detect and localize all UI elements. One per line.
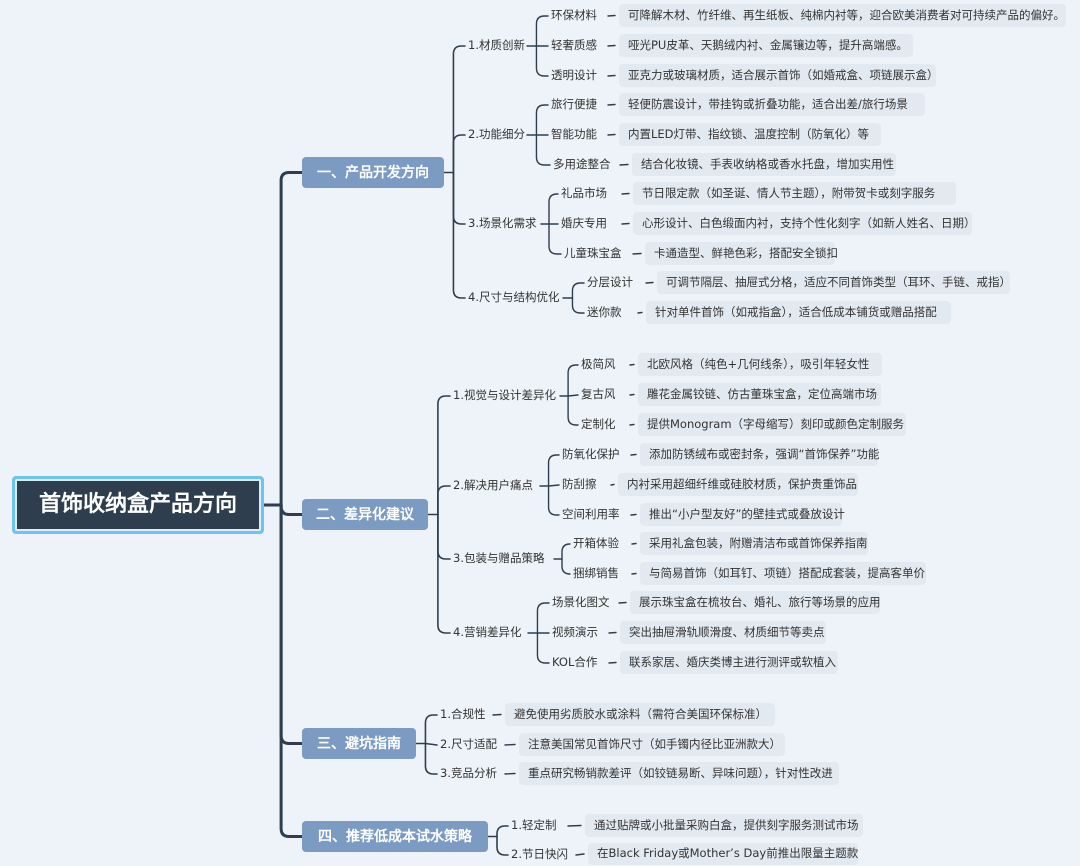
desc-holiday-popup[interactable]: 在Black Friday或Mother’s Day前推出限量主题款 bbox=[588, 843, 858, 865]
desc-wedding[interactable]: 心形设计、白色缎面内衬，支持个性化刻字（如新人姓名、日期） bbox=[633, 212, 976, 235]
leaf-anti-scratch[interactable]: 防刮擦 bbox=[562, 477, 597, 492]
root-topic[interactable]: 首饰收纳盒产品方向 bbox=[12, 476, 264, 534]
leaf-minimal-style[interactable]: 极简风 bbox=[581, 357, 616, 372]
sub-size-structure[interactable]: 4.尺寸与结构优化 bbox=[468, 290, 560, 305]
desc-eco-materials[interactable]: 可降解木材、竹纤维、再生纸板、纯棉内衬等，迎合欧美消费者对可持续产品的偏好。 bbox=[619, 4, 1066, 27]
sub-size-fit[interactable]: 2.尺寸适配 bbox=[440, 737, 497, 752]
desc-layered-design[interactable]: 可调节隔层、抽屉式分格，适应不同首饰类型（耳环、手链、戒指） bbox=[657, 271, 1011, 294]
branch-product-development[interactable]: 一、产品开发方向 bbox=[302, 157, 444, 188]
desc-travel-convenience[interactable]: 轻便防震设计，带挂钩或折叠功能，适合出差/旅行场景 bbox=[619, 93, 925, 116]
desc-light-luxury[interactable]: 哑光PU皮革、天鹅绒内衬、金属镶边等，提升高端感。 bbox=[619, 34, 913, 57]
leaf-customization[interactable]: 定制化 bbox=[581, 417, 616, 432]
desc-unboxing[interactable]: 采用礼盒包装，附赠清洁布或首饰保养指南 bbox=[640, 532, 868, 555]
desc-minimal-style[interactable]: 北欧风格（纯色+几何线条），吸引年轻女性 bbox=[638, 353, 882, 376]
sub-visual-design[interactable]: 1.视觉与设计差异化 bbox=[453, 388, 556, 403]
leaf-vintage-style[interactable]: 复古风 bbox=[581, 387, 616, 402]
leaf-unboxing[interactable]: 开箱体验 bbox=[573, 536, 619, 551]
desc-anti-oxidation[interactable]: 添加防锈绒布或密封条，强调“首饰保养”功能 bbox=[640, 443, 879, 466]
desc-space-utilization[interactable]: 推出“小户型友好”的壁挂式或叠放设计 bbox=[640, 503, 845, 526]
desc-scene-graphics[interactable]: 展示珠宝盒在梳妆台、婚礼、旅行等场景的应用 bbox=[630, 591, 881, 614]
branch-low-cost-strategy[interactable]: 四、推荐低成本试水策略 bbox=[302, 821, 488, 852]
sub-holiday-popup[interactable]: 2.节日快闪 bbox=[511, 847, 568, 862]
leaf-kids-jewelry-box[interactable]: 儿童珠宝盒 bbox=[564, 246, 622, 261]
desc-compliance[interactable]: 避免使用劣质胶水或涂料（需符合美国环保标准） bbox=[505, 703, 775, 726]
desc-kids-jewelry-box[interactable]: 卡通造型、鲜艳色彩，搭配安全锁扣 bbox=[645, 242, 838, 265]
leaf-smart-function[interactable]: 智能功能 bbox=[551, 127, 597, 142]
leaf-space-utilization[interactable]: 空间利用率 bbox=[562, 507, 620, 522]
sub-compliance[interactable]: 1.合规性 bbox=[440, 707, 486, 722]
sub-marketing[interactable]: 4.营销差异化 bbox=[453, 625, 522, 640]
leaf-layered-design[interactable]: 分层设计 bbox=[587, 275, 633, 290]
desc-bundle-sales[interactable]: 与简易首饰（如耳钉、项链）搭配成套装，提高客单价 bbox=[640, 562, 926, 585]
desc-competitor-analysis[interactable]: 重点研究畅销款差评（如铰链易断、异味问题），针对性改进 bbox=[519, 762, 839, 785]
sub-pain-points[interactable]: 2.解决用户痛点 bbox=[453, 478, 533, 493]
desc-vintage-style[interactable]: 雕花金属铰链、仿古董珠宝盒，定位高端市场 bbox=[638, 383, 881, 406]
desc-mini[interactable]: 针对单件首饰（如戒指盒），适合低成本铺货或赠品搭配 bbox=[646, 301, 951, 324]
sub-scenario-demand[interactable]: 3.场景化需求 bbox=[468, 216, 537, 231]
leaf-wedding[interactable]: 婚庆专用 bbox=[561, 216, 607, 231]
leaf-scene-graphics[interactable]: 场景化图文 bbox=[552, 595, 610, 610]
leaf-mini[interactable]: 迷你款 bbox=[587, 305, 622, 320]
leaf-eco-materials[interactable]: 环保材料 bbox=[551, 8, 597, 23]
desc-customization[interactable]: 提供Monogram（字母缩写）刻印或颜色定制服务 bbox=[638, 413, 906, 436]
leaf-video-demo[interactable]: 视频演示 bbox=[552, 625, 598, 640]
desc-gift-market[interactable]: 节日限定款（如圣诞、情人节主题），附带贺卡或刻字服务 bbox=[633, 182, 956, 205]
sub-competitor-analysis[interactable]: 3.竞品分析 bbox=[440, 766, 497, 781]
desc-light-customization[interactable]: 通过贴牌或小批量采购白盒，提供刻字服务测试市场 bbox=[585, 814, 863, 837]
leaf-light-luxury[interactable]: 轻奢质感 bbox=[551, 38, 597, 53]
leaf-gift-market[interactable]: 礼品市场 bbox=[561, 186, 607, 201]
leaf-transparent-design[interactable]: 透明设计 bbox=[551, 68, 597, 83]
sub-function-segmentation[interactable]: 2.功能细分 bbox=[468, 127, 525, 142]
branch-differentiation[interactable]: 二、差异化建议 bbox=[302, 499, 428, 530]
desc-transparent-design[interactable]: 亚克力或玻璃材质，适合展示首饰（如婚戒盒、项链展示盒） bbox=[619, 64, 939, 87]
leaf-bundle-sales[interactable]: 捆绑销售 bbox=[573, 566, 619, 581]
sub-packaging-gifts[interactable]: 3.包装与赠品策略 bbox=[453, 551, 545, 566]
sub-light-customization[interactable]: 1.轻定制 bbox=[511, 818, 557, 833]
leaf-multi-purpose[interactable]: 多用途整合 bbox=[553, 157, 611, 172]
desc-anti-scratch[interactable]: 内衬采用超细纤维或硅胶材质，保护贵重饰品 bbox=[618, 473, 858, 496]
leaf-travel-convenience[interactable]: 旅行便捷 bbox=[551, 97, 597, 112]
desc-video-demo[interactable]: 突出抽屉滑轨顺滑度、材质细节等卖点 bbox=[620, 621, 826, 644]
desc-smart-function[interactable]: 内置LED灯带、指纹锁、温度控制（防氧化）等 bbox=[619, 123, 881, 146]
desc-multi-purpose[interactable]: 结合化妆镜、手表收纳格或香水托盘，增加实用性 bbox=[632, 153, 896, 176]
leaf-kol[interactable]: KOL合作 bbox=[552, 655, 598, 670]
branch-pitfall-guide[interactable]: 三、避坑指南 bbox=[302, 728, 416, 759]
leaf-anti-oxidation[interactable]: 防氧化保护 bbox=[562, 447, 620, 462]
desc-kol[interactable]: 联系家居、婚庆类博主进行测评或软植入 bbox=[620, 651, 838, 674]
sub-material-innovation[interactable]: 1.材质创新 bbox=[468, 38, 525, 53]
desc-size-fit[interactable]: 注意美国常见首饰尺寸（如手镯内径比亚洲款大） bbox=[519, 733, 785, 756]
